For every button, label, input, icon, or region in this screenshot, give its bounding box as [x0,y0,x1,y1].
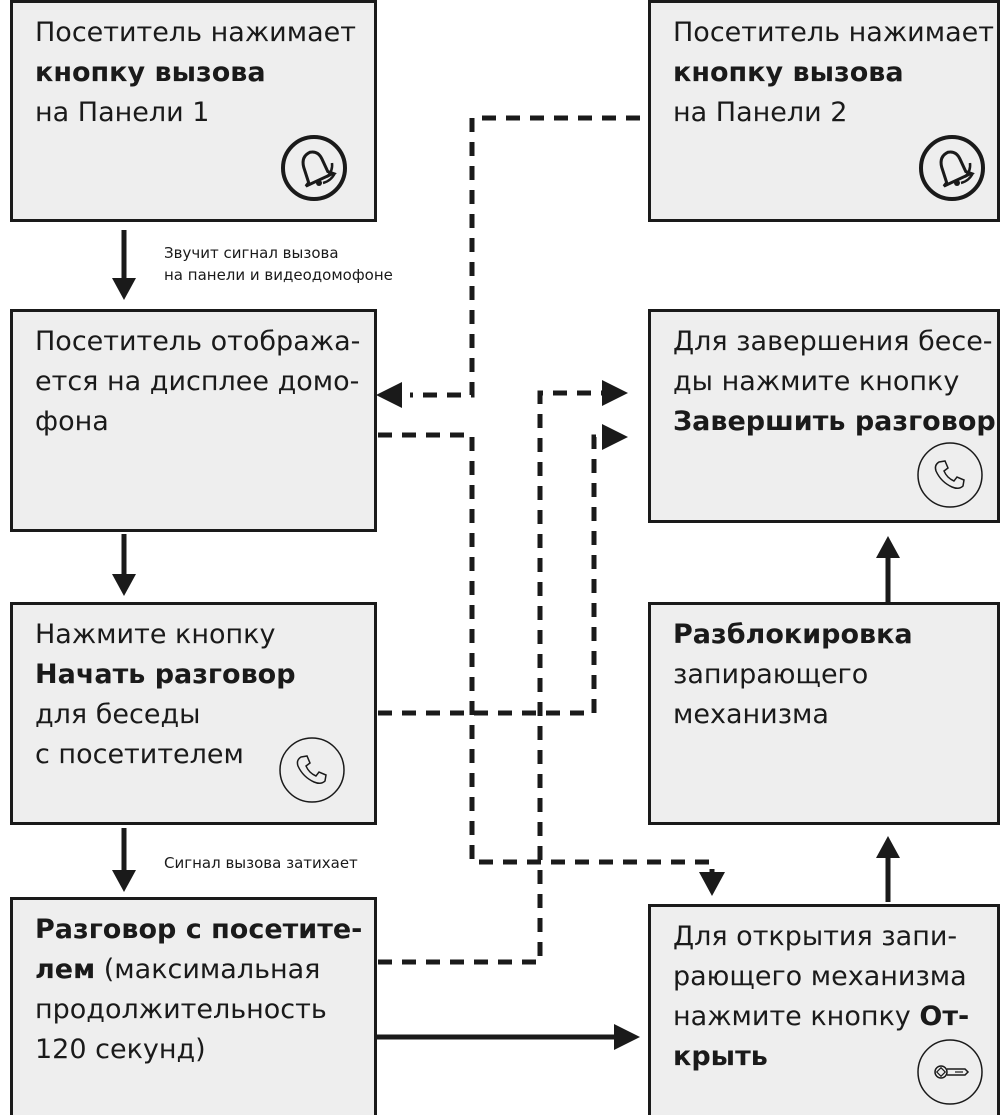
phone-icon [279,737,345,803]
bell-icon [919,135,985,201]
key-icon [917,1039,983,1105]
unlock-line3: механизма [673,699,829,730]
arrowhead-1 [112,278,136,300]
box-panel2-call: Посетитель нажимает кнопку вызова на Пан… [648,0,1000,222]
open-lock-line2: рающего механизма [673,961,967,992]
start-call-line3: для беседы [35,699,201,730]
panel1-line1: Посетитель нажимает [35,17,356,48]
panel2-line1: Посетитель нажимает [673,17,994,48]
box-panel1-call: Посетитель нажимает кнопку вызова на Пан… [10,0,377,222]
box-open-lock: Для открытия запи- рающего механизма наж… [648,904,1000,1115]
conversation-title: Разговор с посетите- [35,914,363,945]
dashed-start-to-end [378,434,605,716]
bell-icon [281,135,347,201]
phone-icon [917,442,983,508]
arrowhead-dash-end-lower [602,424,628,450]
display-line1: Посетитель отобража- [35,326,361,357]
conversation-line4: 120 секунд) [35,1034,206,1065]
box-unlock-mechanism: Разблокировка запирающего механизма [648,602,1000,825]
display-line3: фона [35,406,109,437]
arrowhead-5 [876,836,900,858]
end-call-line1: Для завершения бесе- [673,326,993,357]
open-button-label-part1: От- [919,1001,970,1032]
end-call-line2: ды нажмите кнопку [673,366,960,397]
unlock-line2: запирающего [673,659,869,690]
box-conversation: Разговор с посетите- лем (максимальная п… [10,897,377,1115]
caption-signal-fades: Сигнал вызова затихает [164,854,358,872]
panel2-call-button-label: кнопку вызова [673,57,904,88]
arrowhead-6 [876,536,900,558]
box-start-call: Нажмите кнопку Начать разговор для бесед… [10,602,377,825]
dashed-conversation-to-end [378,390,605,965]
arrowhead-2 [112,574,136,596]
start-call-button-label: Начать разговор [35,659,296,690]
unlock-title: Разблокировка [673,619,913,650]
open-button-label-part2: крыть [673,1041,768,1072]
arrowhead-4 [614,1024,640,1050]
box-end-call: Для завершения бесе- ды нажмите кнопку З… [648,309,1000,523]
arrowhead-3 [112,870,136,892]
arrowhead-dash-display [376,382,402,408]
conversation-max-duration-label: (максимальная [95,954,321,985]
panel2-line3: на Панели 2 [673,97,848,128]
start-call-line1: Нажмите кнопку [35,619,276,650]
caption-ring-signal: Звучит сигнал вызова на панели и видеодо… [164,244,393,284]
open-lock-line1: Для открытия запи- [673,921,958,952]
start-call-line4: с посетителем [35,739,244,770]
open-lock-line3: нажмите кнопку [673,1001,920,1032]
conversation-title-cont: лем [35,954,96,985]
end-call-button-label: Завершить разговор [673,406,996,437]
box-visitor-displayed: Посетитель отобража- ется на дисплее дом… [10,309,377,532]
dashed-panel2-to-display [410,115,640,398]
arrowhead-dash-open [699,872,725,896]
arrowhead-dash-end-upper [602,380,628,406]
panel1-line3: на Панели 1 [35,97,210,128]
panel1-call-button-label: кнопку вызова [35,57,266,88]
display-line2: ется на дисплее домо- [35,366,360,397]
conversation-line3: продолжительность [35,994,327,1025]
